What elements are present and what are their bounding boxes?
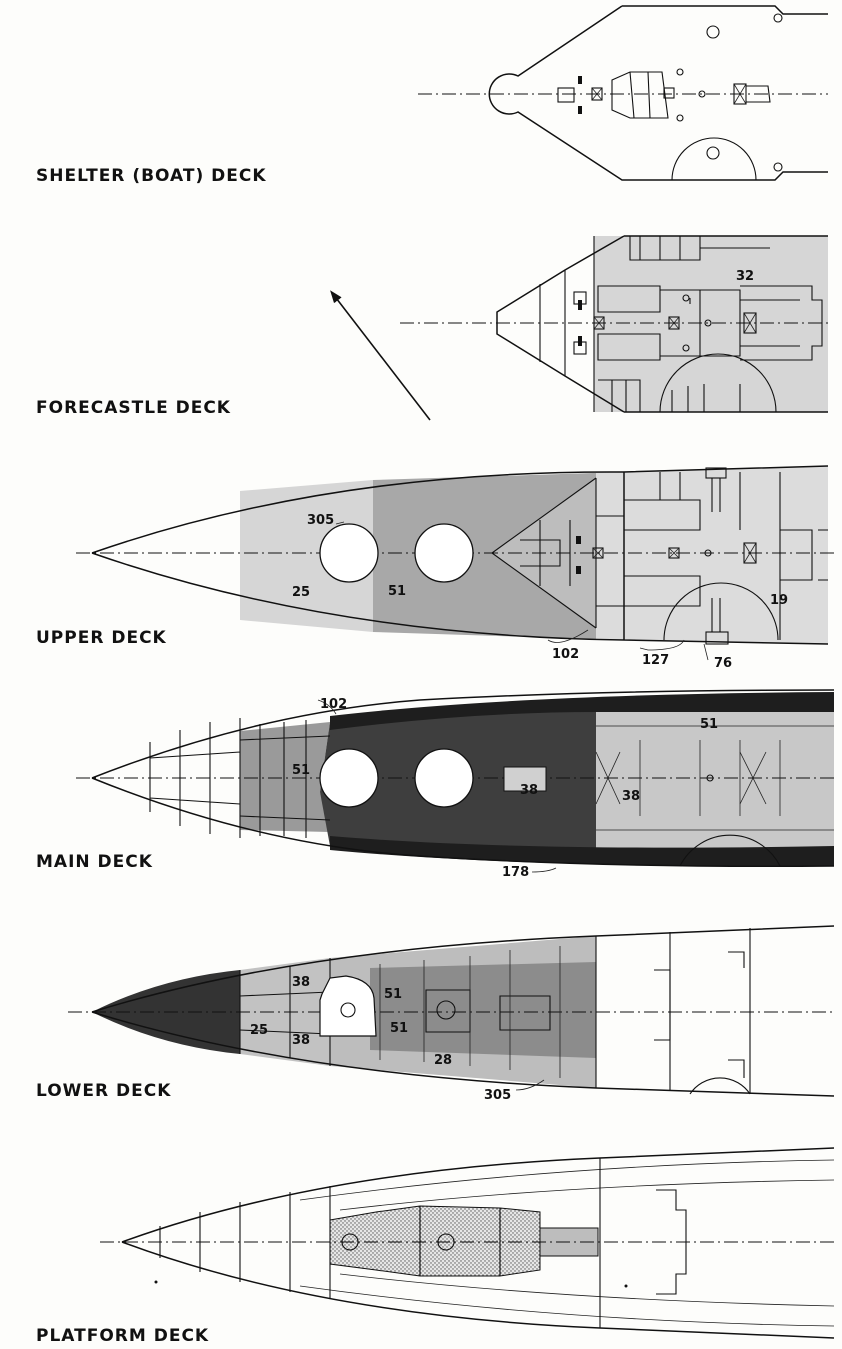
upper-zone-19: 19	[770, 593, 788, 608]
direction-arrow	[330, 290, 431, 421]
upper-deck-plan: 305 25 51 19 102 127 76 UPPER DECK	[36, 465, 834, 671]
platform-deck-label: PLATFORM DECK	[36, 1326, 209, 1346]
forecastle-deck-label: FORECASTLE DECK	[36, 398, 231, 418]
lower-zone-51b: 51	[390, 1021, 408, 1036]
upper-zone-305: 305	[307, 513, 334, 528]
lower-callout-305: 305	[484, 1088, 511, 1103]
lower-deck-label: LOWER DECK	[36, 1081, 171, 1101]
lower-zone-38b: 38	[292, 1033, 310, 1048]
forecastle-zone-32: 32	[736, 269, 754, 284]
upper-callout-102: 102	[552, 647, 579, 662]
upper-callout-127: 127	[642, 653, 669, 668]
forecastle-deck-plan: 32 FORECASTLE DECK	[36, 235, 830, 421]
main-zone-38a: 38	[520, 783, 538, 798]
lower-zone-25: 25	[250, 1023, 268, 1038]
platform-deck-plan: PLATFORM DECK	[36, 1147, 835, 1346]
main-zone-51a: 51	[292, 763, 310, 778]
upper-zone-51: 51	[388, 584, 406, 599]
upper-deck-label: UPPER DECK	[36, 628, 167, 648]
main-callout-102: 102	[320, 697, 347, 712]
lower-zone-38a: 38	[292, 975, 310, 990]
lower-zone-51a: 51	[384, 987, 402, 1002]
upper-callout-76: 76	[714, 656, 732, 671]
main-deck-label: MAIN DECK	[36, 852, 153, 872]
lower-deck-plan: 38 38 25 51 51 28 305 LOWER DECK	[36, 925, 835, 1103]
main-zone-51b: 51	[700, 717, 718, 732]
upper-zone-25: 25	[292, 585, 310, 600]
shelter-deck-label: SHELTER (BOAT) DECK	[36, 166, 267, 186]
lower-zone-28: 28	[434, 1053, 452, 1068]
main-zone-38b: 38	[622, 789, 640, 804]
shelter-deck-plan: SHELTER (BOAT) DECK	[36, 5, 828, 186]
main-deck-plan: 102 51 51 38 38 178 MAIN DECK	[36, 689, 835, 880]
main-callout-178: 178	[502, 865, 529, 880]
